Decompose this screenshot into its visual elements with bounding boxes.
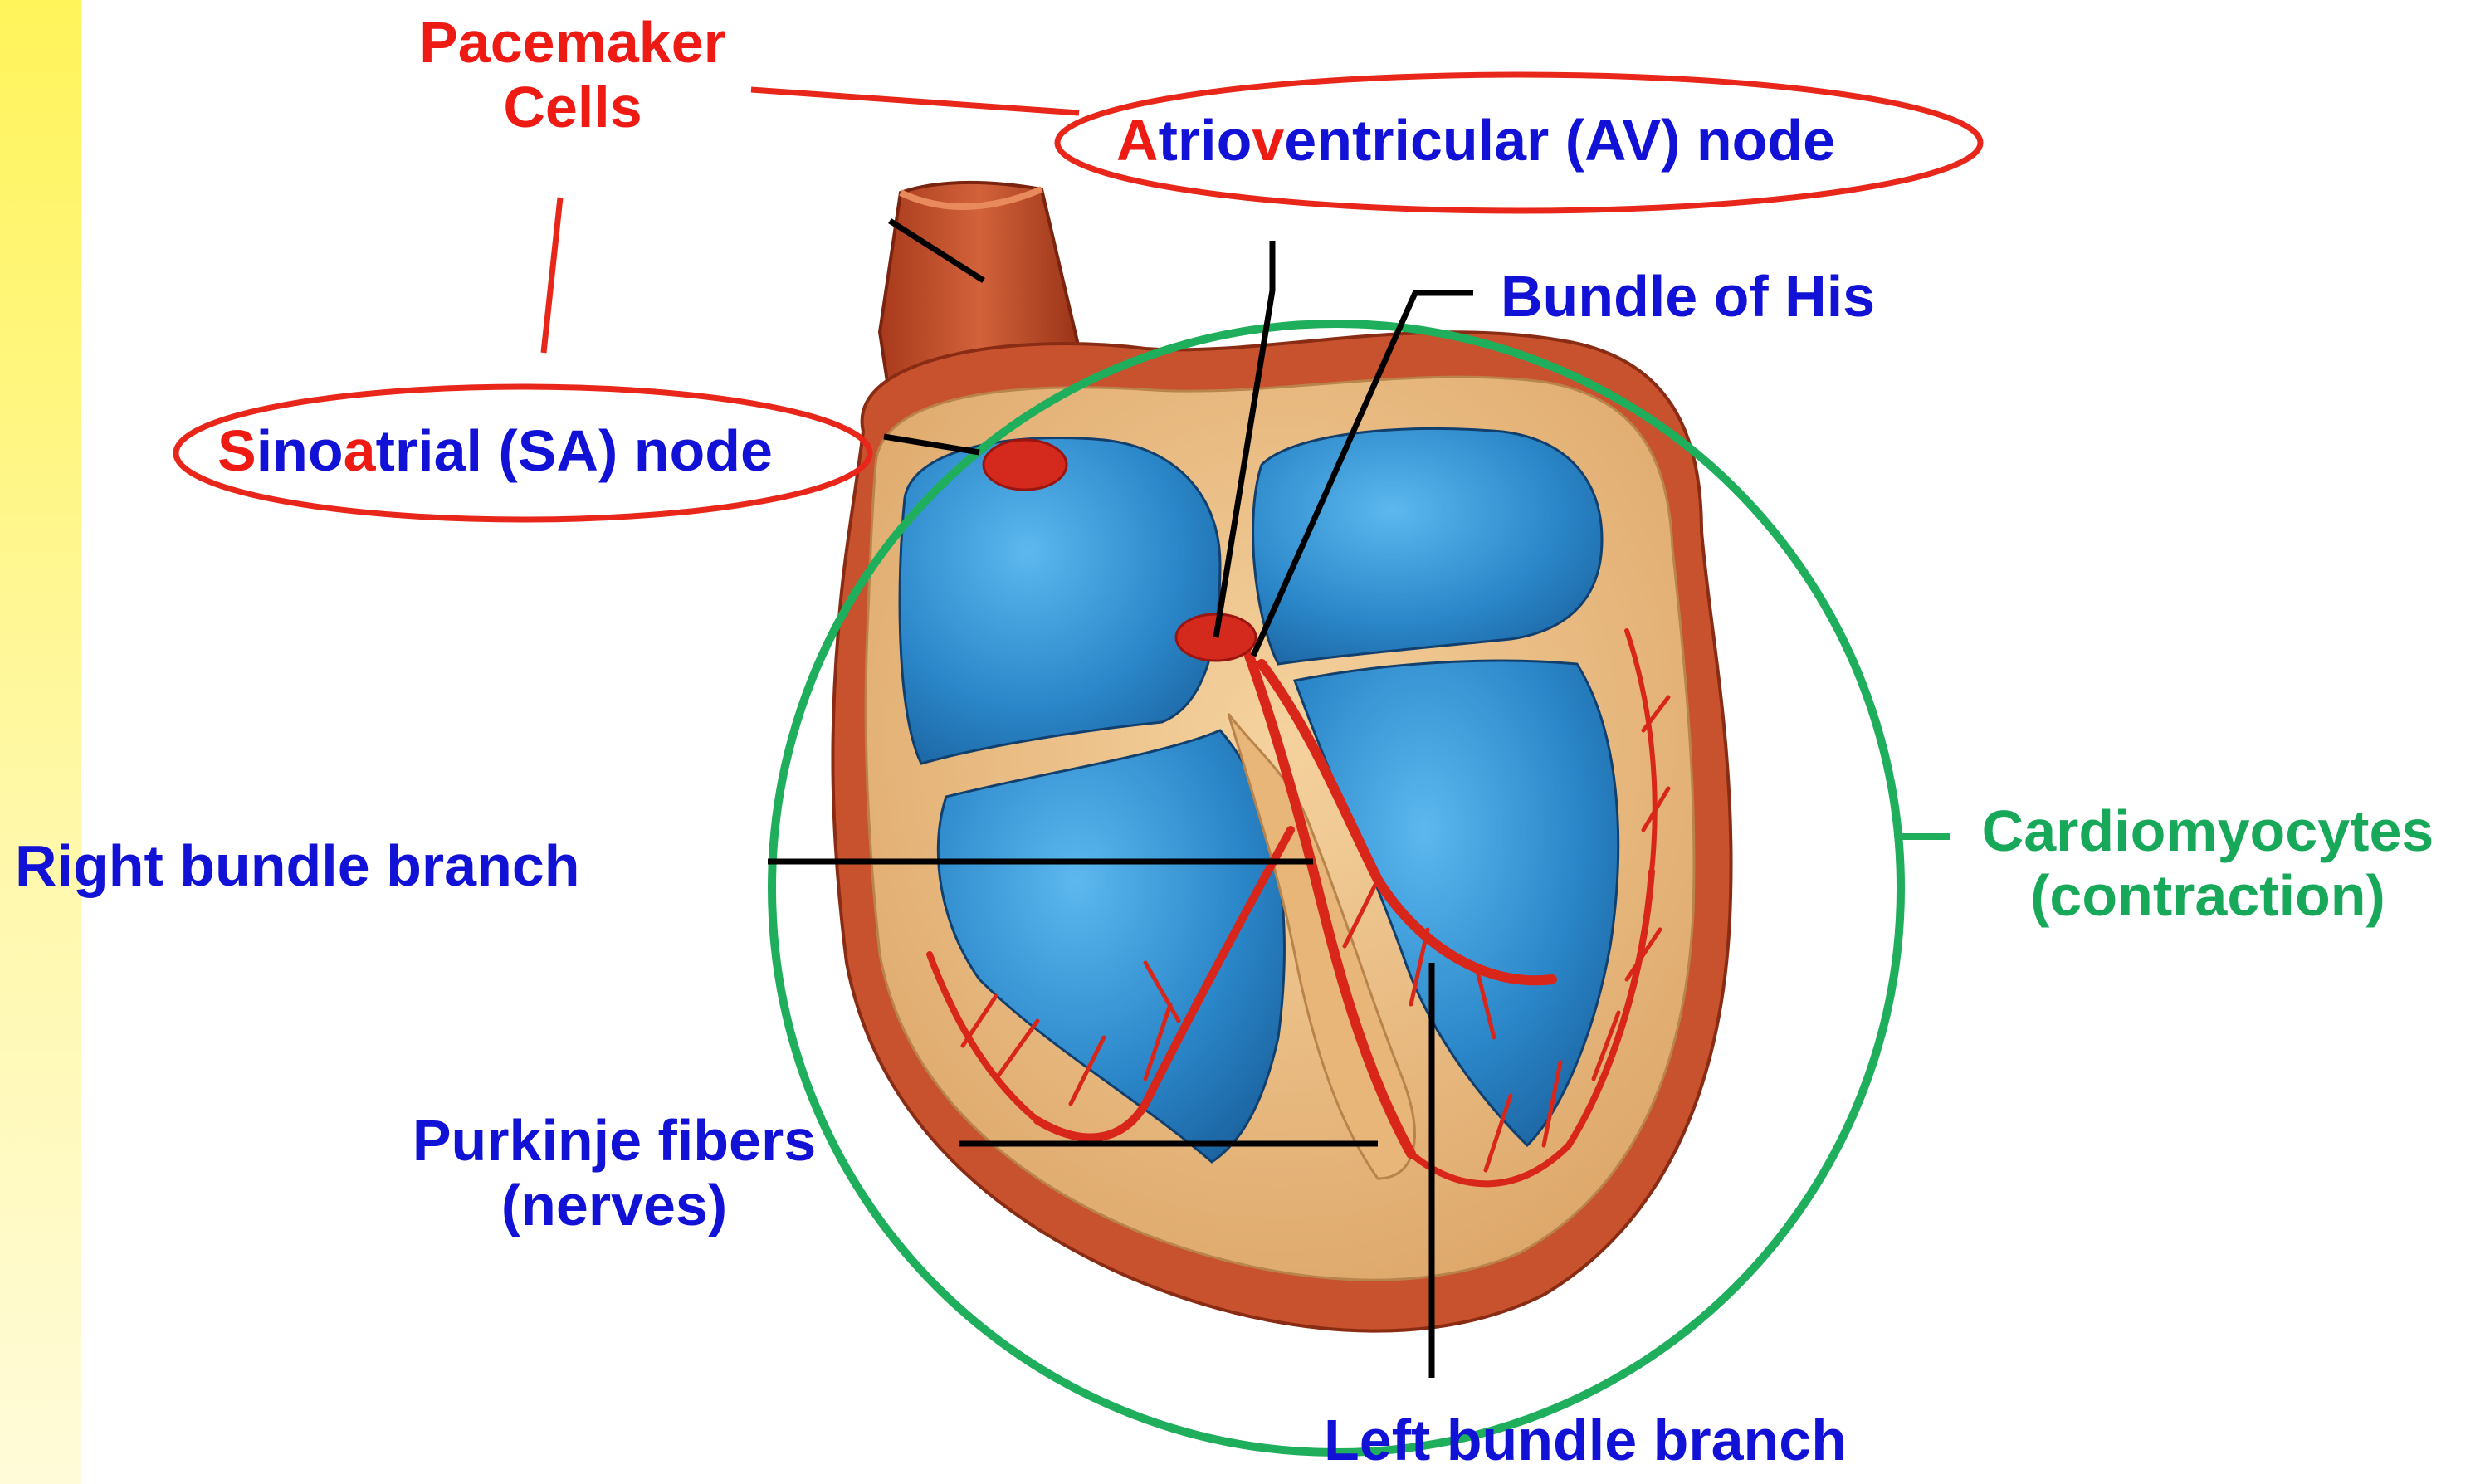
aorta-top bbox=[899, 186, 1043, 210]
slide-accent-bar bbox=[0, 0, 81, 1484]
sa-node-label: Sinoatrial (SA) node bbox=[217, 418, 773, 483]
right-ventricle bbox=[936, 729, 1286, 1164]
left-ventricle bbox=[1292, 659, 1620, 1148]
bundle-of-his-label: Bundle of His bbox=[1501, 264, 1876, 329]
cardiomyocytes-line-2: (contraction) bbox=[2030, 863, 2385, 929]
pacemaker-cells-line-2: Cells bbox=[503, 75, 642, 140]
pacemaker-leader-sa bbox=[540, 197, 564, 354]
purkinje-fibers-label: Purkinje fibers (nerves) bbox=[365, 1108, 863, 1238]
right-atrium bbox=[898, 437, 1222, 765]
left-atrium bbox=[1252, 427, 1604, 666]
av-node-label-v: v bbox=[1252, 108, 1285, 173]
purkinje-fibers-line-1: Purkinje fibers bbox=[412, 1108, 817, 1173]
purkinje-fibers-line-2: (nerves) bbox=[500, 1173, 728, 1238]
pacemaker-cells-line-1: Pacemaker bbox=[419, 10, 726, 75]
sa-node-label-a: a bbox=[343, 418, 376, 483]
conduction-system bbox=[926, 628, 1671, 1188]
sa-node-marker bbox=[982, 438, 1068, 491]
av-node-highlight-ellipse bbox=[1054, 71, 1984, 214]
right-bundle-branch-label: Right bundle branch bbox=[15, 833, 580, 898]
pacemaker-leader-av bbox=[750, 86, 1080, 116]
left-bundle-branch-label: Left bundle branch bbox=[1324, 1408, 1847, 1472]
sa-node-label-rest: trial (SA) node bbox=[375, 418, 773, 483]
av-node-label-A: A bbox=[1116, 108, 1159, 173]
sa-node-label-ino: ino bbox=[256, 418, 344, 483]
av-node-label-trio: trio bbox=[1158, 108, 1252, 173]
leader-lines bbox=[768, 218, 1473, 1378]
cardiomyocytes-circle bbox=[768, 320, 1905, 1457]
sa-node-highlight-ellipse bbox=[173, 383, 873, 523]
av-node-label-rest: entricular (AV) node bbox=[1284, 108, 1836, 173]
av-node-label: Atrioventricular (AV) node bbox=[1116, 108, 1835, 173]
cardiomyocytes-label: Cardiomyocytes (contraction) bbox=[1942, 798, 2473, 929]
sa-node-label-S: S bbox=[217, 418, 256, 483]
pacemaker-cells-label: Pacemaker Cells bbox=[382, 10, 764, 140]
cardiomyocytes-line-1: Cardiomyocytes bbox=[1981, 798, 2434, 863]
